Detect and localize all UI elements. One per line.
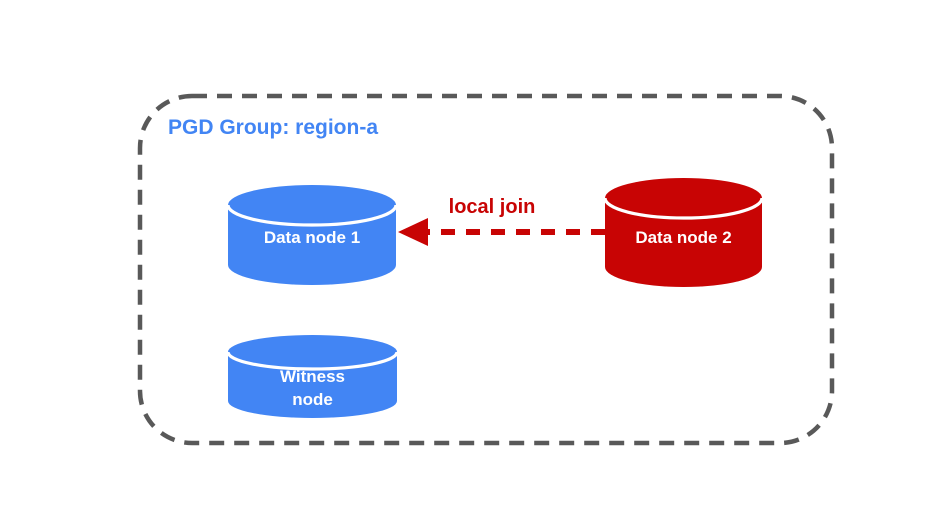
local-join-arrowhead-icon: [398, 218, 428, 246]
group-boundary: [137, 93, 835, 446]
data-node-2-body: [605, 178, 762, 287]
data-node-1-label: Data node 1: [264, 228, 360, 247]
data-node-1-cylinder: Data node 1: [226, 185, 398, 285]
witness-node-cylinder: Witness node: [226, 335, 399, 418]
local-join-edge: local join: [398, 196, 605, 246]
data-node-2-label: Data node 2: [635, 228, 731, 247]
data-node-1-rim: [226, 204, 398, 227]
witness-node-label-line1: Witness: [280, 367, 345, 386]
data-node-2-rim: [603, 197, 764, 220]
local-join-label: local join: [449, 196, 536, 218]
witness-node-rim: [226, 351, 399, 371]
witness-node-label-line2: node: [292, 390, 333, 409]
data-node-2-cylinder: Data node 2: [603, 178, 764, 287]
group-title: PGD Group: region-a: [168, 116, 378, 139]
witness-node-body: [228, 335, 397, 418]
data-node-1-body: [228, 185, 396, 285]
